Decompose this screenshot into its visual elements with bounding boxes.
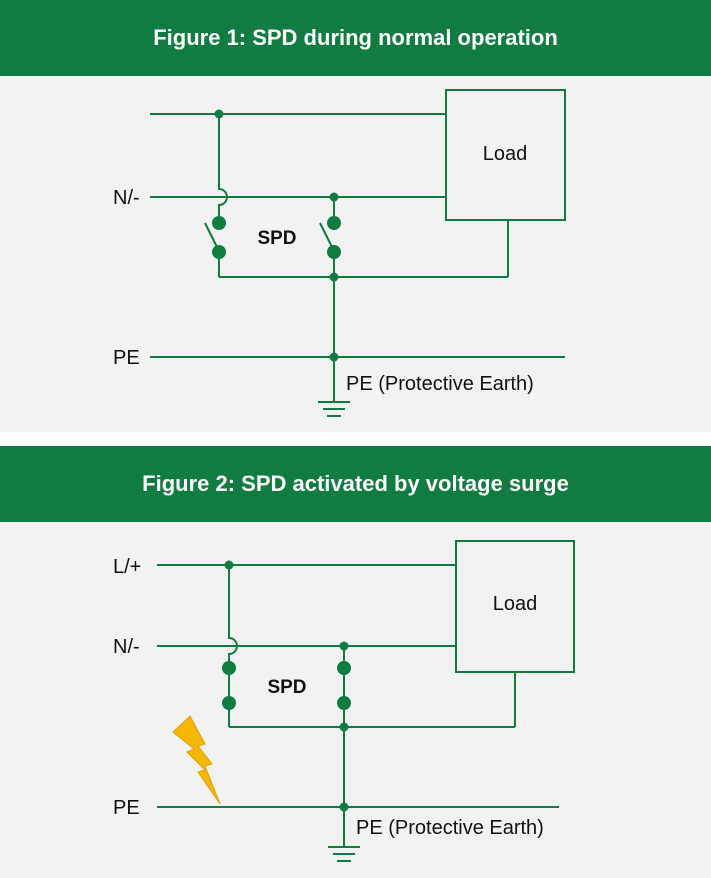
- switch-contact: [327, 245, 341, 259]
- figure-1-panel: Figure 1: SPD during normal operation: [0, 0, 711, 432]
- spd-left-branch: [228, 565, 238, 727]
- pe-full-label: PE (Protective Earth): [346, 373, 534, 395]
- junction-dot: [339, 802, 349, 812]
- neutral-label: N/-: [113, 636, 140, 658]
- neutral-label: N/-: [113, 187, 140, 209]
- switch-contact: [212, 245, 226, 259]
- figure-1-diagram: N/- PE Load SPD PE (Protective Earth): [113, 89, 566, 417]
- load-label: Load: [493, 593, 538, 615]
- junction-dot: [329, 352, 339, 362]
- figure-2-diagram: L/+ N/- PE Load SPD PE (Protective Earth…: [113, 540, 575, 862]
- switch-contact: [337, 696, 351, 710]
- junction-dot: [329, 272, 339, 282]
- switch-contact: [337, 661, 351, 675]
- junction-dot: [339, 722, 349, 732]
- spd-left-branch: [218, 114, 228, 216]
- switch-contact: [222, 696, 236, 710]
- junction-dot: [329, 192, 339, 202]
- pe-label: PE: [113, 347, 140, 369]
- load-box: [445, 89, 566, 221]
- junction-dot: [214, 109, 224, 119]
- figure-2-panel: Figure 2: SPD activated by voltage surge: [0, 446, 711, 878]
- switch-contact: [212, 216, 226, 230]
- lightning-icon: [172, 715, 221, 805]
- pe-full-label: PE (Protective Earth): [356, 817, 544, 839]
- line-label: L/+: [113, 556, 141, 578]
- load-label: Load: [483, 143, 528, 165]
- figure-2-title: Figure 2: SPD activated by voltage surge: [0, 446, 711, 522]
- pe-label: PE: [113, 797, 140, 819]
- switch-contact: [327, 216, 341, 230]
- spd-label: SPD: [257, 228, 296, 249]
- figure-1-title: Figure 1: SPD during normal operation: [0, 0, 711, 76]
- spd-label: SPD: [267, 677, 306, 698]
- junction-dot: [339, 641, 349, 651]
- junction-dot: [224, 560, 234, 570]
- switch-contact: [222, 661, 236, 675]
